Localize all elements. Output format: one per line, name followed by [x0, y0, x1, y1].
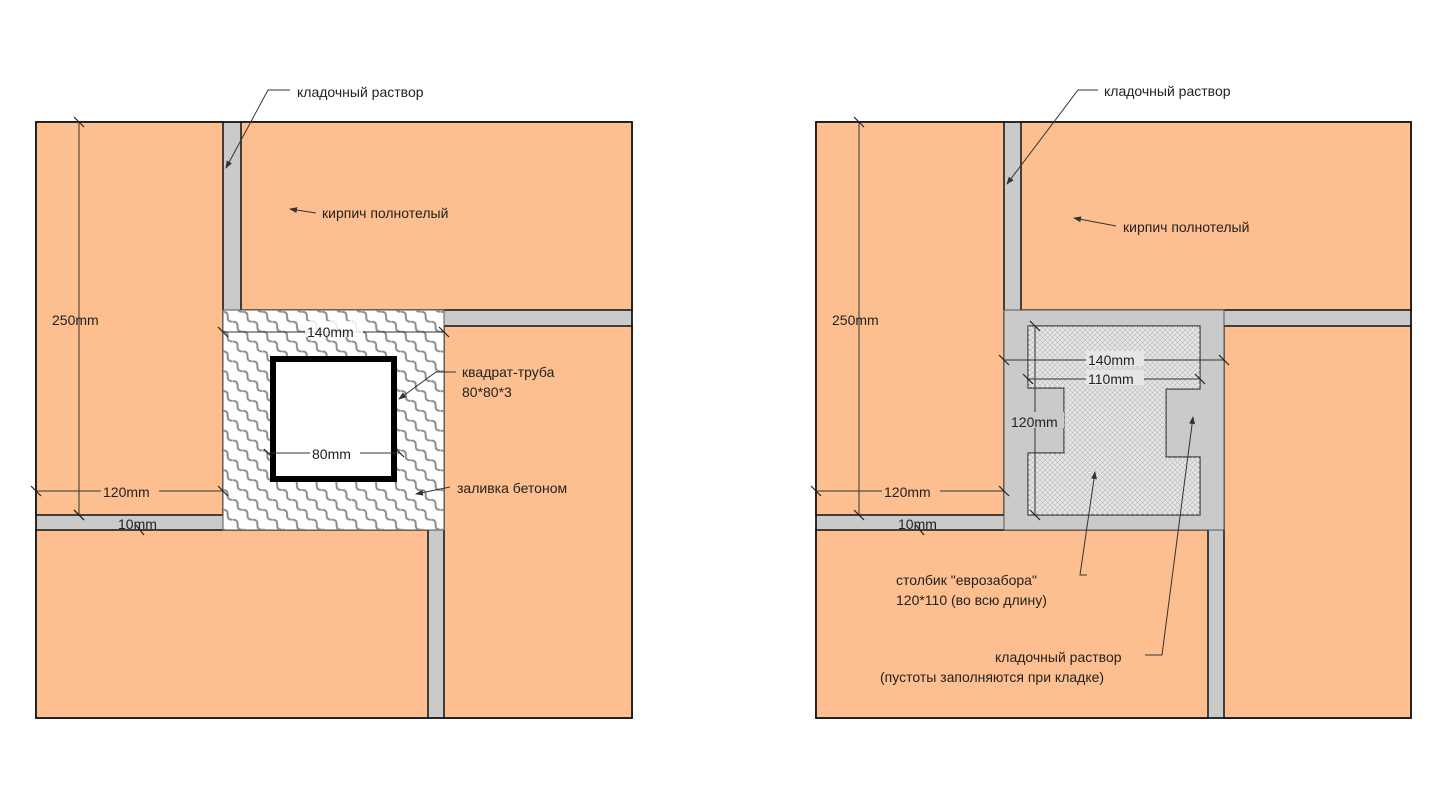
left-label-mortar: кладочный раствор	[297, 84, 424, 100]
right-dim-110: 110mm	[1088, 371, 1134, 387]
left-diagram: 250mm 140mm 80mm 120mm 10mm кладочный ра…	[30, 84, 633, 719]
left-label-pipe-line2: 80*80*3	[462, 384, 512, 400]
left-dim-80: 80mm	[312, 446, 351, 462]
left-brick-vertical	[35, 121, 224, 516]
left-label-concrete: заливка бетоном	[457, 480, 567, 496]
right-dim-250: 250mm	[832, 312, 879, 328]
left-dim-250: 250mm	[52, 312, 99, 328]
left-dim-140: 140mm	[307, 324, 354, 340]
right-label-mortar2-line1: кладочный раствор	[995, 649, 1122, 665]
left-dim-120: 120mm	[103, 484, 150, 500]
right-brick-top	[1020, 121, 1412, 311]
right-label-post-line2: 120*110 (во всю длину)	[896, 592, 1047, 608]
right-label-post-line1: столбик "еврозабора"	[896, 572, 1037, 588]
left-dim-10: 10mm	[118, 516, 157, 532]
right-brick-bottom	[815, 529, 1209, 719]
right-dim-120: 120mm	[884, 484, 931, 500]
right-brick-vertical	[815, 121, 1005, 516]
right-label-brick: кирпич полнотелый	[1123, 219, 1249, 235]
left-outline	[35, 121, 633, 719]
right-label-mortar: кладочный раствор	[1104, 83, 1231, 99]
left-brick-right	[443, 325, 633, 719]
left-brick-bottom	[35, 529, 429, 719]
right-dim-10: 10mm	[898, 516, 937, 532]
right-dim-120-vertical: 120mm	[1011, 414, 1058, 430]
left-label-pipe-line1: квадрат-труба	[462, 364, 555, 380]
right-diagram: 250mm 140mm 110mm 120mm 120mm 10mm кладо…	[810, 83, 1412, 719]
left-label-brick: кирпич полнотелый	[322, 205, 448, 221]
right-outline	[815, 121, 1412, 719]
right-brick-right	[1223, 325, 1412, 719]
right-label-mortar2-line2: (пустоты заполняются при кладке)	[880, 669, 1104, 685]
right-dim-140: 140mm	[1088, 352, 1135, 368]
